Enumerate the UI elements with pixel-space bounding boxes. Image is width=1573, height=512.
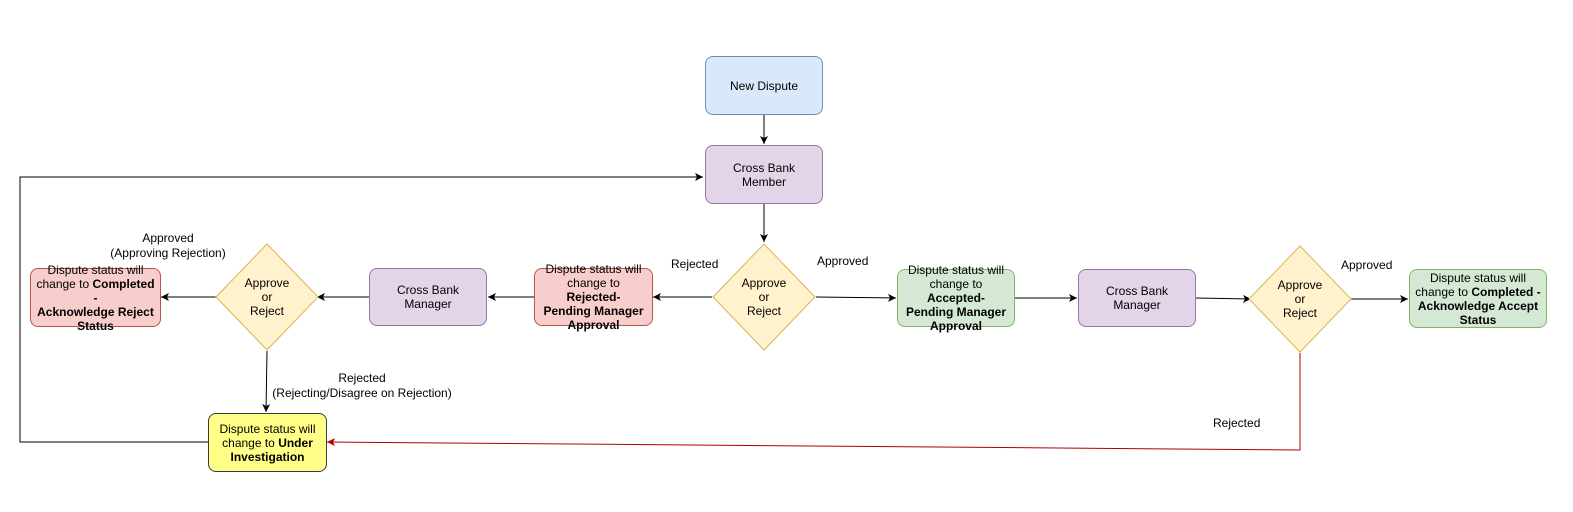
node-cross-bank-manager-right-label: Cross Bank Manager bbox=[1105, 284, 1169, 312]
decision-center-label: Approve or Reject bbox=[741, 276, 787, 318]
status-value: Rejected- bbox=[566, 290, 621, 304]
edge-label-approved-center: Approved bbox=[817, 254, 869, 268]
edge-label-approved-left: Approved (Approving Rejection) bbox=[108, 231, 228, 261]
status-value: Completed - bbox=[92, 276, 155, 305]
edge-label-rejected-right: Rejected bbox=[1213, 416, 1261, 430]
status-prefix: change to bbox=[222, 435, 279, 450]
decision-right: Approve or Reject bbox=[1248, 245, 1352, 353]
decision-left: Approve or Reject bbox=[215, 243, 319, 351]
status-value: Pending Manager Approval bbox=[905, 305, 1006, 333]
node-cross-bank-manager-right: Cross Bank Manager bbox=[1078, 269, 1196, 327]
node-status-completed-reject: Dispute status will change to Completed … bbox=[30, 263, 161, 333]
node-cross-bank-manager-left: Cross Bank Manager bbox=[369, 268, 487, 326]
node-cross-bank-member-label: Cross Bank Member bbox=[732, 160, 796, 189]
edge-label-approved-right: Approved bbox=[1341, 258, 1393, 272]
status-prefix: change to bbox=[36, 276, 93, 291]
diamond-shape bbox=[215, 243, 319, 351]
edge-label-rejected-left: Rejected (Rejecting/Disagree on Rejectio… bbox=[272, 371, 452, 401]
edge-label-approved-left-note: (Approving Rejection) bbox=[110, 246, 226, 260]
status-value: Accepted- bbox=[926, 291, 985, 305]
status-prefix: change to bbox=[929, 277, 983, 291]
node-status-under-investigation: Dispute status will change to Under Inve… bbox=[208, 413, 327, 472]
node-new-dispute: New Dispute bbox=[705, 56, 823, 115]
node-cross-bank-manager-left-label: Cross Bank Manager bbox=[396, 283, 460, 311]
edge-left-decision-to-under-investigation bbox=[262, 350, 271, 413]
edge-decision-to-accepted-pending bbox=[815, 293, 897, 302]
diamond-shape bbox=[1248, 245, 1352, 353]
status-value: Acknowledge Accept Status bbox=[1417, 298, 1539, 327]
status-prefix: Dispute status will bbox=[907, 263, 1005, 277]
edge-label-rejected-left-title: Rejected bbox=[338, 371, 386, 385]
status-prefix: Dispute status will bbox=[545, 262, 642, 276]
edge-under-investigation-to-member bbox=[19, 173, 703, 443]
edge-label-rejected-center: Rejected bbox=[671, 257, 719, 271]
status-prefix: Dispute status will bbox=[219, 421, 316, 436]
edge-right-decision-rejected-to-under-investigation bbox=[326, 353, 1301, 451]
decision-left-label: Approve or Reject bbox=[244, 276, 290, 318]
edge-label-rejected-left-note: (Rejecting/Disagree on Rejection) bbox=[272, 386, 452, 400]
status-prefix: change to bbox=[567, 276, 620, 290]
node-status-completed-accept: Dispute status will change to Completed … bbox=[1409, 269, 1547, 328]
node-new-dispute-label: New Dispute bbox=[729, 78, 799, 93]
diamond-shape bbox=[712, 243, 816, 351]
status-value: Completed - bbox=[1471, 284, 1541, 299]
status-prefix: change to bbox=[1415, 284, 1472, 299]
decision-center: Approve or Reject bbox=[712, 243, 816, 351]
edge-label-approved-left-title: Approved bbox=[142, 231, 194, 245]
status-prefix: Dispute status will bbox=[47, 262, 144, 277]
node-status-rejected-pending: Dispute status will change to Rejected- … bbox=[534, 262, 653, 332]
status-prefix: Dispute status will bbox=[1429, 270, 1527, 285]
edge-manager-to-right-decision bbox=[1195, 294, 1252, 303]
status-value: Under Investigation bbox=[230, 435, 313, 464]
node-status-accepted-pending: Dispute status will change to Accepted- … bbox=[897, 263, 1015, 333]
status-value: Pending Manager Approval bbox=[543, 304, 644, 332]
node-cross-bank-member: Cross Bank Member bbox=[705, 145, 823, 204]
status-value: Acknowledge Reject Status bbox=[37, 304, 154, 333]
decision-right-label: Approve or Reject bbox=[1277, 278, 1323, 320]
